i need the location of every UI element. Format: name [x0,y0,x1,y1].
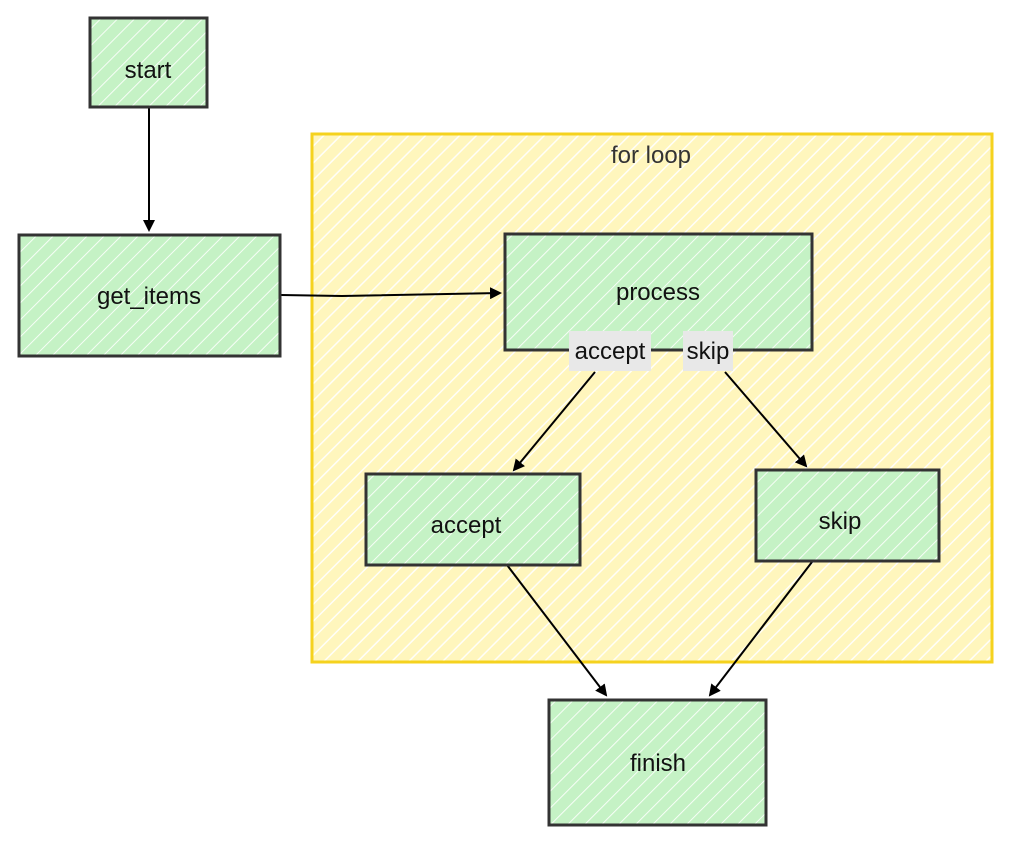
edge-label-skip: skip [683,331,733,371]
edge-label-skip-bg [683,331,733,371]
group-for-loop[interactable]: for loop [310,132,994,664]
edges [143,108,813,697]
edge-label-accept: accept [569,331,651,371]
node-finish-label: finish [630,750,686,777]
node-finish-box [547,698,768,827]
node-skip[interactable]: skip [754,468,941,563]
edge-skip-to-finish[interactable] [708,561,813,697]
node-process-label: process [616,279,700,306]
node-get-items-label: get_items [97,283,201,310]
edge-get-items-to-process[interactable] [280,287,502,300]
node-start-box [88,16,209,109]
node-get-items[interactable]: get_items [17,233,282,358]
node-finish[interactable]: finish [547,698,768,827]
edge-label-skip-text: skip [687,338,730,365]
group-for-loop-label: for loop [611,142,691,169]
node-accept-box [364,472,582,567]
node-skip-label: skip [819,508,862,535]
node-accept[interactable]: accept [364,472,582,567]
node-start[interactable]: start [88,16,209,109]
node-accept-label: accept [431,512,502,539]
edge-label-accept-bg [569,331,651,371]
edge-accept-to-finish[interactable] [506,564,608,697]
group-for-loop-box [310,132,994,664]
edge-process-to-skip[interactable] [724,371,808,468]
edge-label-accept-text: accept [575,338,646,365]
node-start-label: start [125,57,172,84]
edge-process-to-accept[interactable] [512,371,596,472]
node-process-box [503,232,814,352]
node-process[interactable]: process [503,232,814,352]
node-skip-box [754,468,941,563]
node-get-items-box [17,233,282,358]
